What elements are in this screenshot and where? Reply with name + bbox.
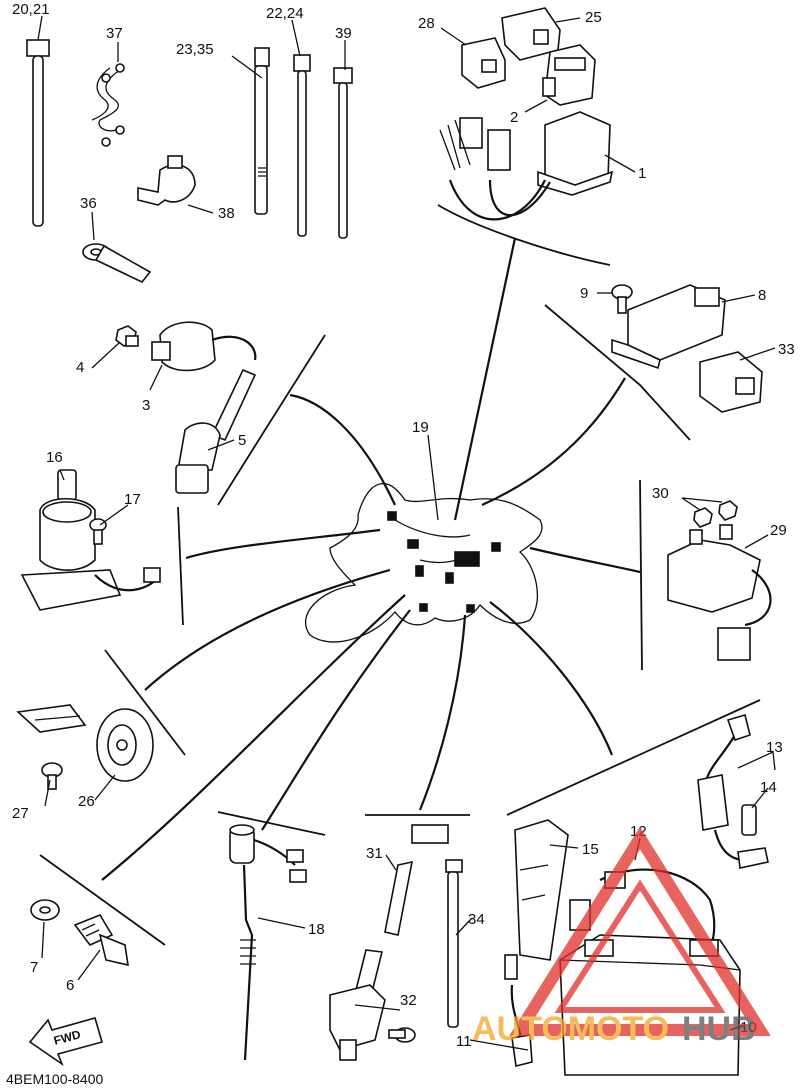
label-1: 1 (638, 165, 646, 182)
cdi-unit-1 (439, 111, 614, 221)
label-9: 9 (580, 285, 588, 302)
cable-tie-22-24 (293, 54, 311, 237)
label-20-21: 20,21 (12, 1, 50, 18)
routing-wires (101, 237, 641, 881)
sensor-18 (229, 824, 307, 1061)
watermark-part2: HUB (682, 1010, 756, 1048)
screw-9 (611, 284, 633, 314)
main-switch-16 (20, 469, 161, 611)
relay-25 (501, 7, 561, 61)
label-22-24: 22,24 (266, 5, 304, 22)
starter-relay-29 (667, 524, 772, 661)
plug-cap-5 (175, 368, 257, 494)
label-17: 17 (124, 491, 141, 508)
label-3: 3 (142, 397, 150, 414)
bolt-4 (115, 325, 139, 347)
ignition-coil-3 (151, 321, 257, 372)
coupler-2 (542, 44, 596, 106)
ground-lead-36 (82, 243, 152, 283)
sleeve-31 (384, 824, 449, 936)
label-7: 7 (30, 959, 38, 976)
watermark-part1: AUTOMOTO (472, 1010, 669, 1048)
callout-labels: 20,21 37 23,35 22,24 39 28 25 2 1 36 38 … (12, 1, 795, 1050)
label-15: 15 (582, 841, 599, 858)
screw-17 (89, 518, 107, 545)
label-13: 13 (766, 739, 783, 756)
label-8: 8 (758, 287, 766, 304)
fuse-holder-13 (697, 713, 769, 869)
label-14: 14 (760, 779, 777, 796)
label-37: 37 (106, 25, 123, 42)
relay-33 (699, 351, 763, 413)
screw-32 (388, 1027, 416, 1043)
cable-tie-23-35 (254, 47, 270, 215)
relay-28 (461, 37, 506, 89)
label-27: 27 (12, 805, 29, 822)
label-26: 26 (78, 793, 95, 810)
label-2: 2 (510, 109, 518, 126)
label-16: 16 (46, 449, 63, 466)
label-29: 29 (770, 522, 787, 539)
battery-band-15 (514, 819, 569, 961)
label-31: 31 (366, 845, 383, 862)
horn-26 (16, 704, 154, 782)
cable-tie-20-21 (26, 39, 50, 227)
label-23-35: 23,35 (176, 41, 214, 58)
cable-tie-39 (333, 67, 353, 239)
label-34: 34 (468, 911, 485, 928)
nuts-30 (693, 500, 738, 528)
wire-clip-37 (91, 63, 125, 147)
bracket-38 (137, 155, 196, 206)
bolt-27 (41, 762, 63, 790)
leader-lines (37, 15, 776, 1051)
bolt-6 (73, 914, 129, 967)
reference-code: 4BEM100-8400 (6, 1071, 104, 1087)
fwd-label: FWD (52, 1027, 82, 1048)
label-11: 11 (456, 1033, 472, 1050)
label-39: 39 (335, 25, 352, 42)
watermark-logo: AUTOMOTO HUB (472, 826, 771, 1048)
label-18: 18 (308, 921, 325, 938)
label-33: 33 (778, 341, 795, 358)
label-4: 4 (76, 359, 84, 376)
label-32: 32 (400, 992, 417, 1009)
label-30: 30 (652, 485, 669, 502)
label-5: 5 (238, 432, 246, 449)
label-25: 25 (585, 9, 602, 26)
label-28: 28 (418, 15, 435, 32)
neutral-switch (329, 949, 386, 1061)
label-19: 19 (412, 419, 429, 436)
fuse-14 (741, 804, 757, 836)
label-38: 38 (218, 205, 235, 222)
label-6: 6 (66, 977, 74, 994)
washer-7 (30, 899, 60, 921)
cable-tie-34 (445, 859, 463, 1028)
label-36: 36 (80, 195, 97, 212)
rectifier-regulator-8 (611, 284, 726, 370)
group-brackets (39, 204, 761, 946)
frame-silhouette (304, 483, 543, 643)
fwd-arrow: FWD (28, 1017, 103, 1067)
